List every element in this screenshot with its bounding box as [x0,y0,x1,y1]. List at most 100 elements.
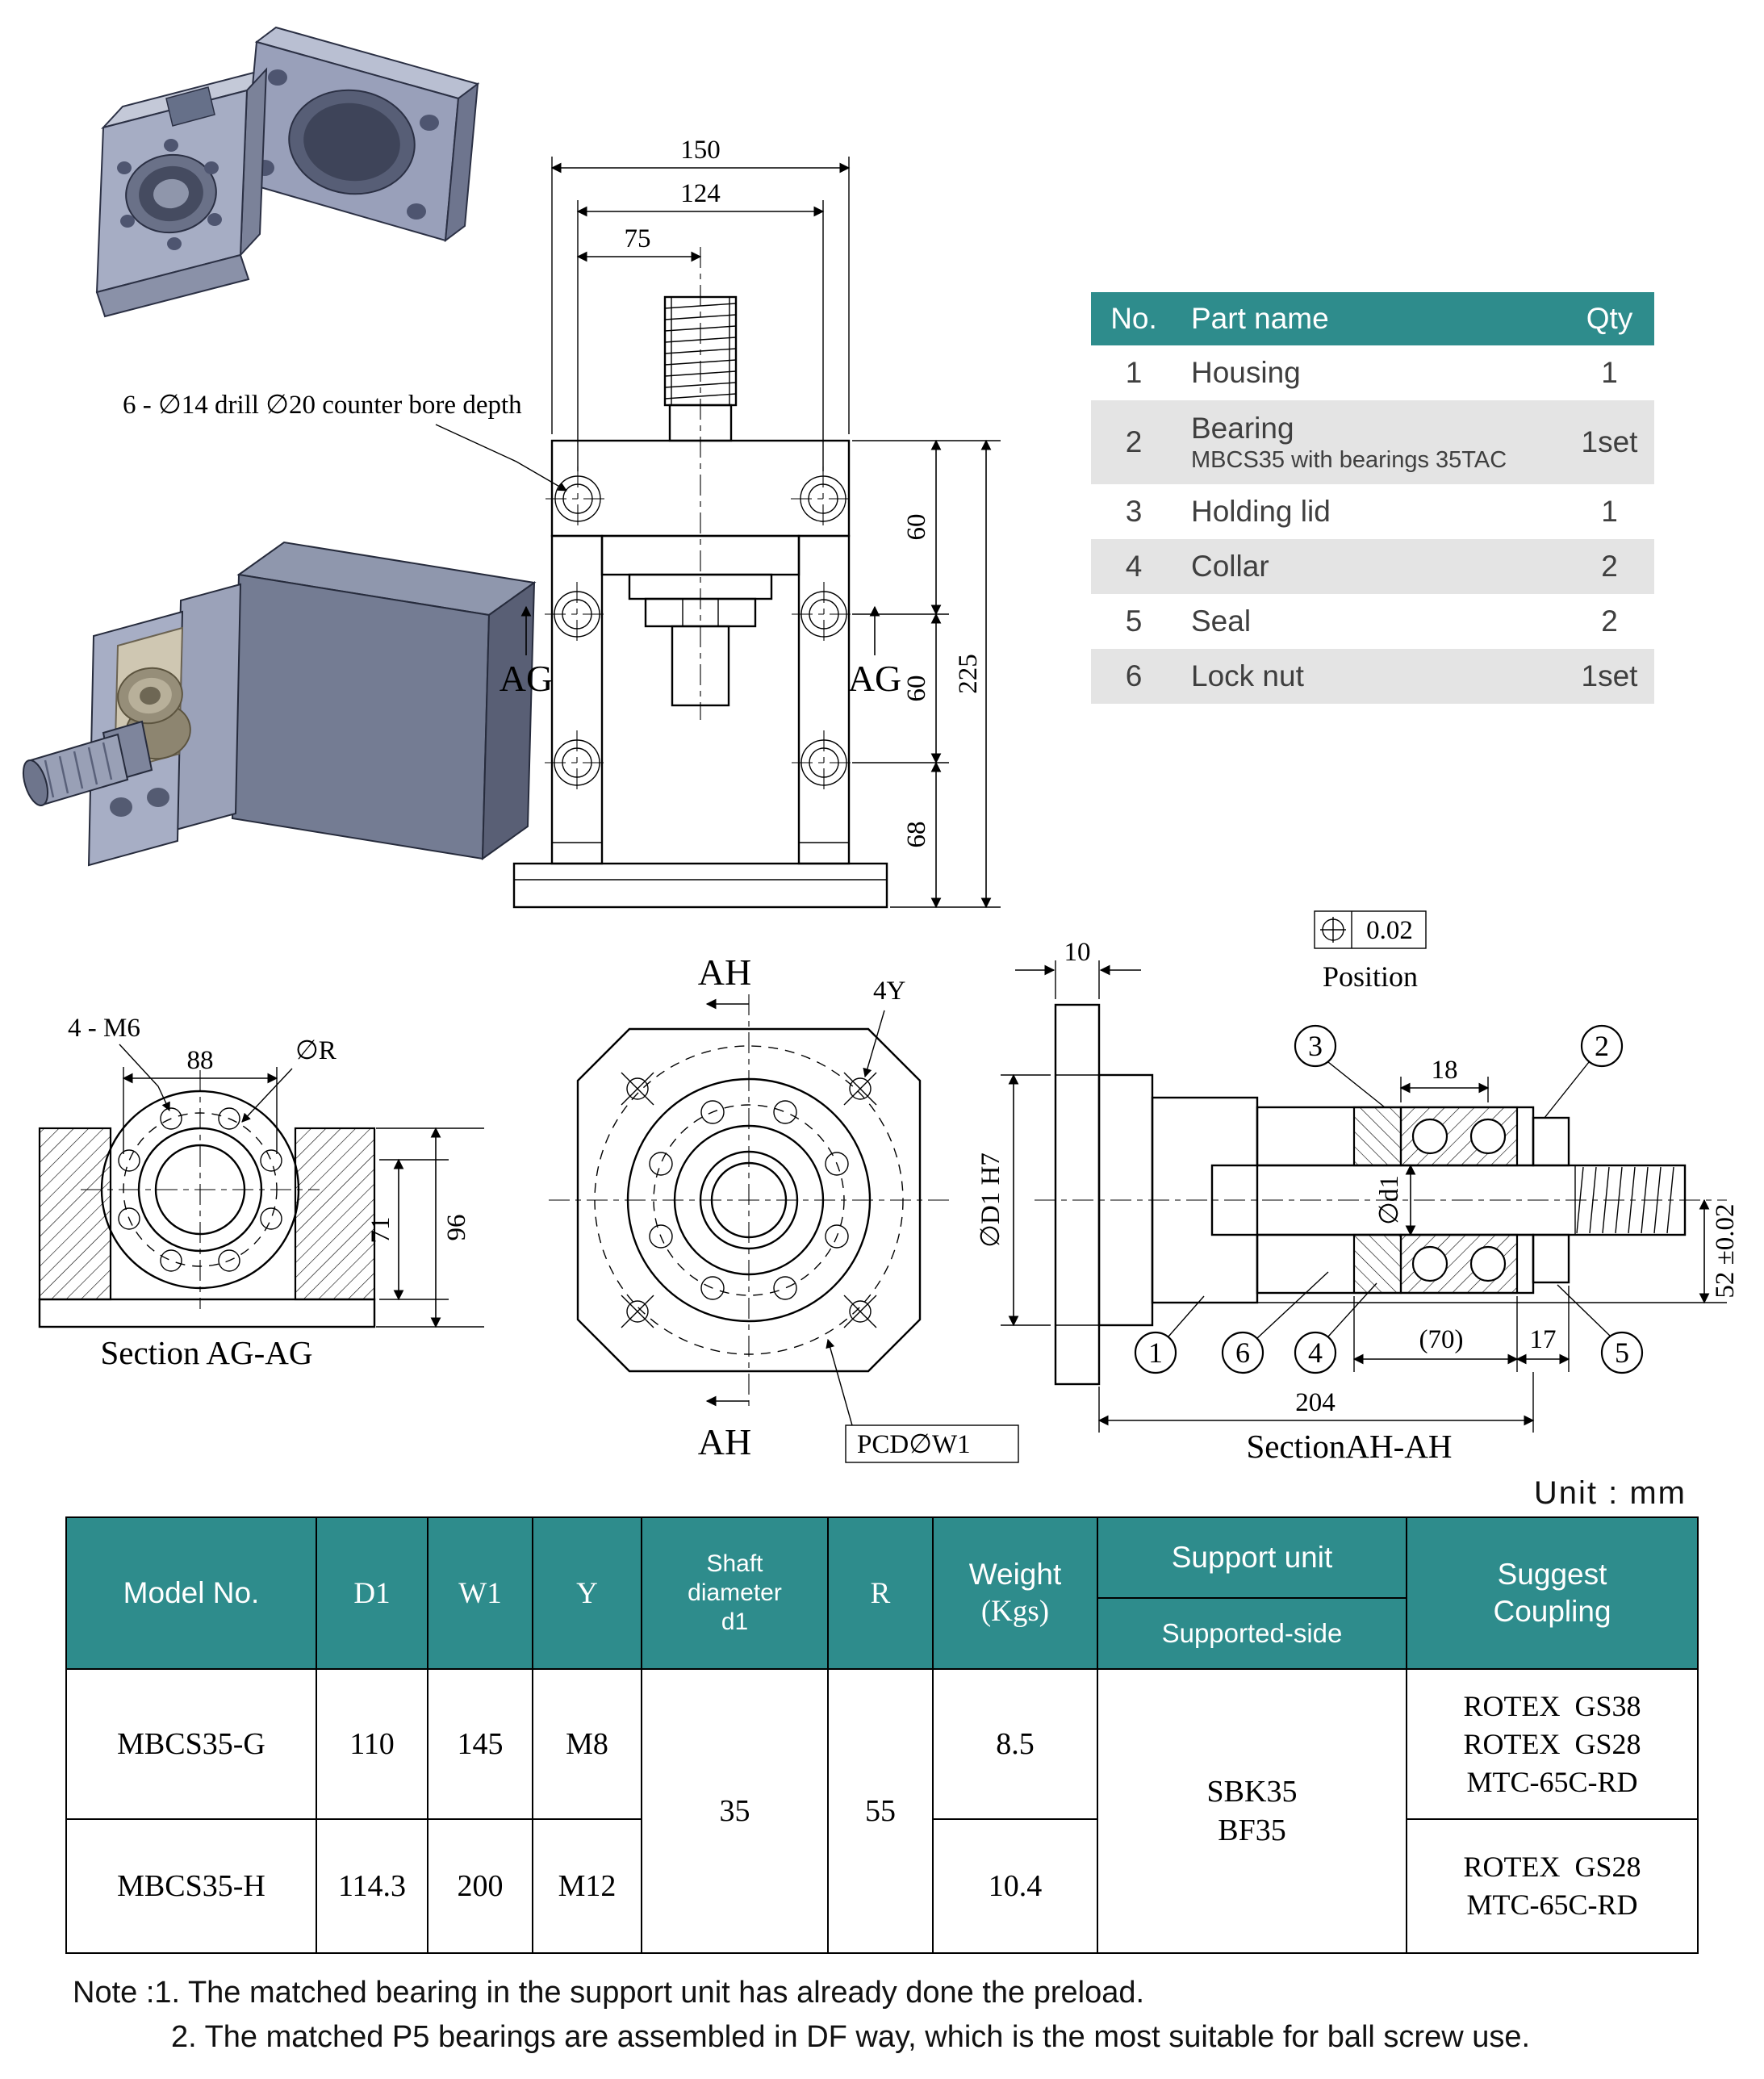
front-view-dimensions: 150 124 75 60 60 68 225 AG AG [500,136,1001,909]
position-tolerance-frame: 0.02 Position [1314,910,1427,993]
iso-view-cutaway [22,541,537,867]
corner-hole-tl [621,1072,654,1106]
flange-hole-right [791,466,855,531]
part-name: Housing [1191,356,1301,389]
spec-y: M8 [532,1668,642,1820]
counterbore-label: 6 - ∅14 drill ∅20 counter bore depth [123,391,522,420]
coupling-line: ROTEX GS28 [1463,1727,1641,1760]
parts-row-bearing: 2 Bearing MBCS35 with bearings 35TAC 1se… [1091,400,1654,484]
spec-header-row-2: Supported-side [66,1597,1698,1670]
spec-row-mbcs35-g: MBCS35-G 110 145 M8 35 55 8.5 SBK35 BF35… [65,1668,1699,1954]
spec-support-line2: BF35 [1218,1813,1286,1847]
front-face-view: AH AH 4Y PCD∅W1 [549,952,1019,1463]
parts-row-seal: 5 Seal 2 [1091,594,1654,649]
part-no: 1 [1125,356,1143,389]
four-y-label: 4Y [873,977,905,1006]
part-qty: 1set [1581,659,1638,692]
spec-header-suggest-coupling: Suggest Coupling [1406,1516,1699,1670]
leg-hole-2 [792,582,856,646]
spec-support-unit: SBK35 BF35 [1097,1668,1407,1954]
spec-header-model: Model No. [65,1516,317,1670]
parts-header-row: No. Part name Qty [1091,292,1654,345]
section-ah-marker-bottom: AH [698,1421,751,1462]
dim-17-label: 17 [1530,1325,1557,1354]
spec-coupling: ROTEX GS28 MTC-65C-RD [1406,1818,1699,1954]
dim-75-label: 75 [625,224,651,253]
section-ah-marker-top: AH [698,952,751,993]
leg-hole-3 [545,730,609,795]
section-ah-view: 0.02 Position 10 18 ∅D1 H7 ∅d1 52 ±0.02 … [976,910,1740,1465]
part-name-main: Bearing [1191,412,1294,445]
position-label: Position [1323,960,1418,993]
spec-w1: 145 [427,1668,533,1820]
coupling-line: ROTEX GS38 [1463,1689,1641,1722]
spec-w1: 200 [427,1818,533,1954]
balloon-6: 6 [1221,1271,1329,1374]
dim-52-label: 52 ±0.02 [1711,1203,1740,1298]
dim-88-label: 88 [187,1046,214,1075]
part-name: Collar [1191,550,1269,583]
balloon-4: 4 [1294,1282,1377,1374]
dim-71-label: 71 [366,1217,395,1244]
parts-header-qty: Qty [1565,292,1654,345]
dim-70-label: (70) [1419,1325,1464,1354]
spec-y: M12 [532,1818,642,1954]
dim-10-label: 10 [1064,938,1091,967]
flange-hole-left [546,466,610,531]
coupling-line: MTC-65C-RD [1466,1889,1638,1921]
part-no: 4 [1125,550,1143,583]
dim-60a-label: 60 [902,514,931,541]
spec-header-suggest-line1: Suggest [1497,1558,1607,1591]
spec-header-weight-line1: Weight [968,1558,1062,1591]
coupling-line: ROTEX GS28 [1463,1851,1641,1883]
front-view [512,247,888,909]
phi-r-label: ∅R [295,1036,336,1065]
part-no: 6 [1125,659,1143,692]
corner-hole-br [843,1295,877,1328]
balloon-6-label: 6 [1235,1336,1250,1369]
spec-row-mbcs35-h: MBCS35-H 114.3 200 M12 10.4 ROTEX GS28 M… [65,1818,1699,1954]
spec-header-supported-side: Supported-side [1097,1597,1407,1670]
part-qty: 2 [1601,550,1618,583]
notes: Note :1. The matched bearing in the supp… [73,1971,1530,2060]
part-no: 2 [1125,425,1143,458]
position-value-label: 0.02 [1366,916,1413,945]
parts-row-collar: 4 Collar 2 [1091,539,1654,594]
leg-hole-4 [792,730,856,795]
dim-60b-label: 60 [902,676,931,702]
spec-model: MBCS35-H [65,1818,317,1954]
part-name: Seal [1191,604,1252,638]
part-qty: 1set [1581,425,1638,458]
spec-header-row-1: Model No. D1 W1 Y Shaft diameter d1 R We… [65,1516,1699,1670]
parts-row-housing: 1 Housing 1 [1091,345,1654,400]
part-qty: 1 [1601,495,1618,528]
leg-hole-1 [545,582,609,646]
pcd-w1-label: PCD∅W1 [857,1430,971,1459]
section-ag-view: 4 - M6 88 ∅R 71 96 Section AG-AG [38,1014,484,1371]
balloon-5: 5 [1557,1284,1644,1374]
note-2: 2. The matched P5 bearings are assembled… [171,2020,1531,2054]
section-ah-caption: SectionAH-AH [1246,1428,1452,1465]
spec-weight: 10.4 [932,1818,1098,1954]
spec-header-shaft-line1: Shaft [706,1550,763,1577]
spec-header-w1: W1 [427,1516,533,1670]
spec-r: 55 [827,1668,934,1954]
dim-225-label: 225 [954,654,983,694]
spec-header-support-unit: Support unit [1097,1516,1407,1599]
balloon-1: 1 [1134,1295,1205,1374]
corner-hole-tr [843,1072,877,1106]
balloon-3-label: 3 [1308,1030,1323,1062]
note-1: Note :1. The matched bearing in the supp… [73,1976,1145,2010]
part-no: 3 [1125,495,1143,528]
spec-header-r: R [827,1516,934,1670]
spec-header-d1: D1 [316,1516,428,1670]
dim-96-label: 96 [442,1215,471,1241]
part-name: Bearing MBCS35 with bearings 35TAC [1177,400,1565,484]
spec-header-y: Y [532,1516,642,1670]
spec-d1: 114.3 [316,1818,428,1954]
coupling-line: MTC-65C-RD [1466,1765,1638,1798]
spec-table: Model No. D1 W1 Y Shaft diameter d1 R We… [65,1516,1699,1954]
spec-header-shaft-line3: d1 [721,1608,749,1635]
